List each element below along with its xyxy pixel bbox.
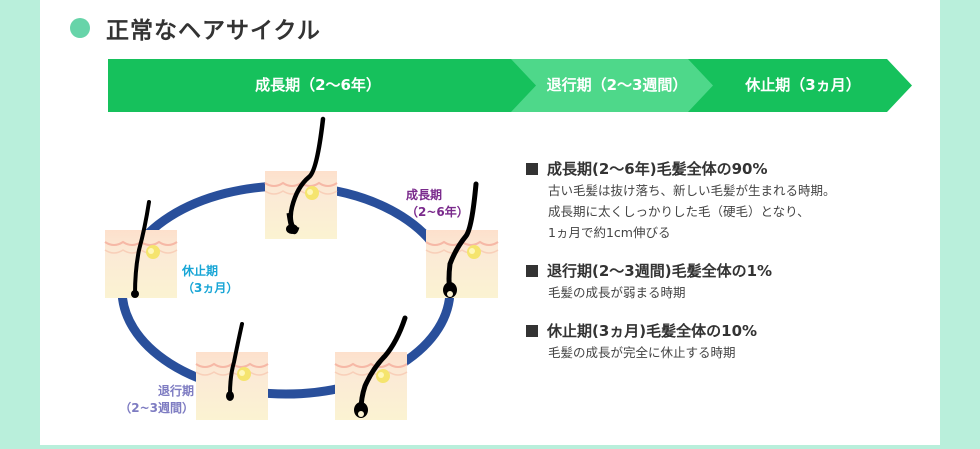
info-rest: 休止期(3ヵ月)毛髪全体の10% 毛髪の成長が完全に休止する時期 bbox=[526, 320, 926, 363]
info-title-growth: 成長期(2〜6年)毛髪全体の90% bbox=[547, 160, 768, 178]
square-bullet-icon bbox=[526, 163, 538, 175]
phase-timeline: 成長期（2〜6年） 退行期（2〜3週間） 休止期（3ヵ月） bbox=[108, 59, 912, 112]
phase-arrow-rest bbox=[688, 59, 912, 112]
info-growth: 成長期(2〜6年)毛髪全体の90% 古い毛髪は抜け落ち、新しい毛髪が生まれる時期… bbox=[526, 158, 926, 243]
section-heading: 正常なヘアサイクル bbox=[70, 10, 321, 46]
info-title-regression: 退行期(2〜3週間)毛髪全体の1% bbox=[547, 262, 773, 280]
info-desc-regression: 毛髪の成長が弱まる時期 bbox=[548, 285, 686, 300]
hair-stage-growth bbox=[425, 181, 499, 299]
info-title-rest: 休止期(3ヵ月)毛髪全体の10% bbox=[547, 322, 758, 340]
cycle-label-growth: 成長期 （2~6年） bbox=[406, 188, 469, 219]
phase-arrow-regression bbox=[511, 59, 715, 112]
phase-descriptions: 成長期(2〜6年)毛髪全体の90% 古い毛髪は抜け落ち、新しい毛髪が生まれる時期… bbox=[526, 158, 926, 380]
hair-cycle-diagram: 成長期 （2~6年） 休止期 （3ヵ月） 退行期 （2~3週間） bbox=[100, 115, 520, 445]
hair-stage-growth-mature bbox=[334, 315, 408, 421]
page-title: 正常なヘアサイクル bbox=[106, 18, 321, 44]
square-bullet-icon bbox=[526, 325, 538, 337]
phase-label-rest: 休止期（3ヵ月） bbox=[745, 76, 861, 94]
square-bullet-icon bbox=[526, 265, 538, 277]
hair-stage-rest bbox=[104, 200, 178, 299]
hair-stage-regression bbox=[195, 322, 269, 421]
info-desc-growth: 古い毛髪は抜け落ち、新しい毛髪が生まれる時期。 成長期に太くしっかりした毛（硬毛… bbox=[548, 183, 836, 240]
phase-arrows bbox=[108, 59, 912, 112]
info-regression: 退行期(2〜3週間)毛髪全体の1% 毛髪の成長が弱まる時期 bbox=[526, 260, 926, 303]
cycle-label-regression: 退行期 （2~3週間） bbox=[119, 384, 194, 415]
phase-arrow-growth bbox=[108, 59, 538, 112]
bullet-dot-icon bbox=[70, 18, 90, 38]
info-desc-rest: 毛髪の成長が完全に休止する時期 bbox=[548, 345, 736, 360]
phase-label-regression: 退行期（2〜3週間） bbox=[546, 76, 688, 94]
phase-label-growth: 成長期（2〜6年） bbox=[255, 76, 381, 94]
cycle-label-rest: 休止期 （3ヵ月） bbox=[182, 264, 239, 295]
hair-stage-growth-start bbox=[264, 116, 338, 240]
hair-cycle-illustration bbox=[104, 116, 499, 421]
